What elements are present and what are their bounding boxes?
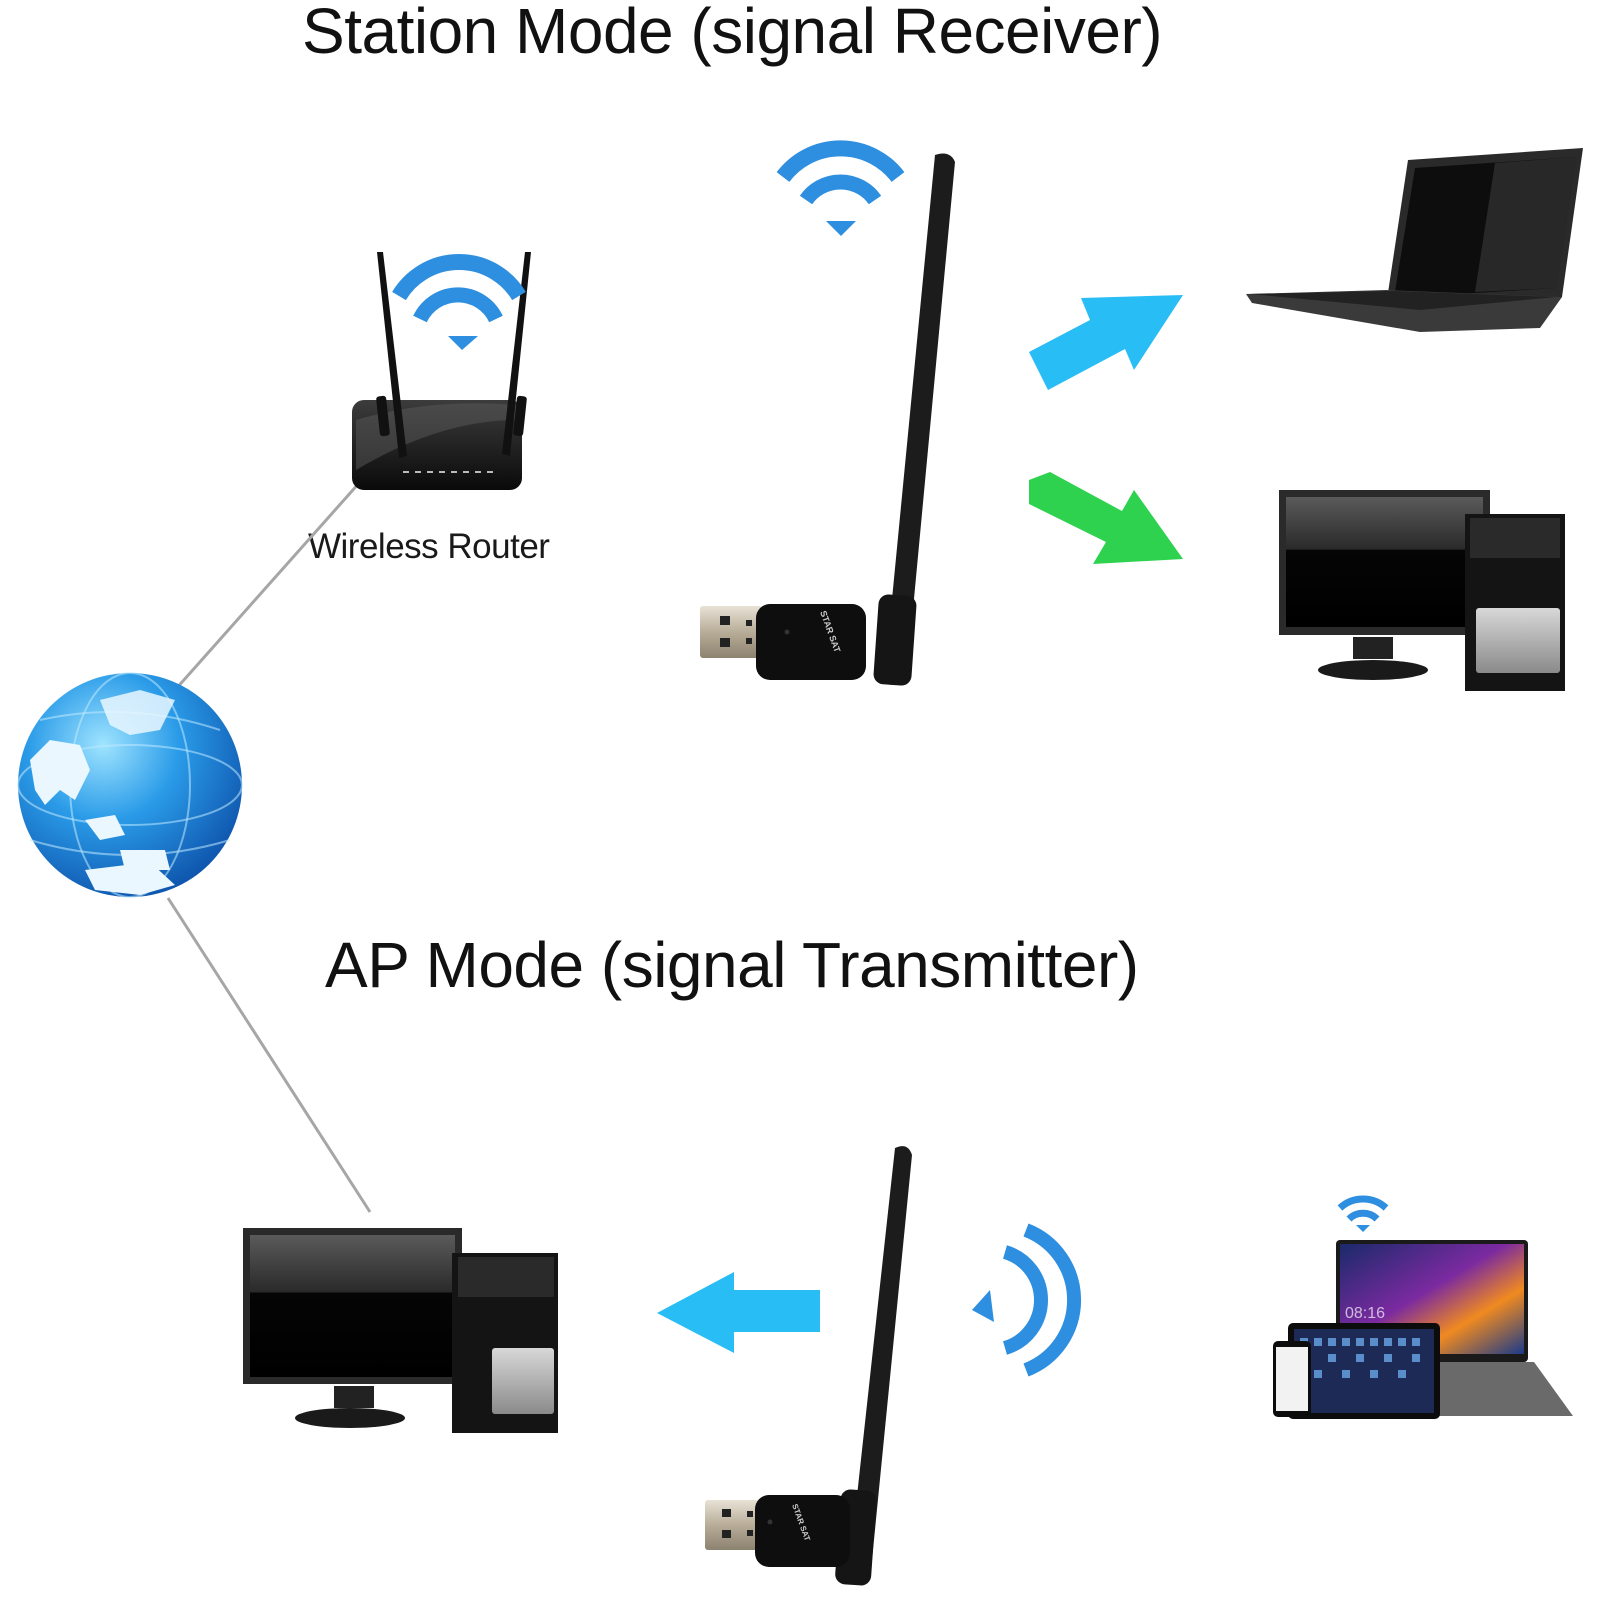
arrow-to-pc bbox=[657, 1272, 820, 1353]
arrow-to-laptop bbox=[1029, 295, 1183, 390]
wifi-icon bbox=[392, 254, 526, 323]
tablet-icon: 08:16 bbox=[1288, 1305, 1440, 1419]
smartphone-icon bbox=[1273, 1341, 1311, 1417]
wireless-router-label: Wireless Router bbox=[308, 527, 550, 566]
usb-wifi-adapter-station: STAR SAT bbox=[700, 153, 955, 686]
wifi-dot bbox=[448, 336, 478, 350]
wifi-dot bbox=[972, 1290, 994, 1322]
station-mode-title: Station Mode (signal Receiver) bbox=[302, 0, 1163, 67]
wifi-icon-small bbox=[1337, 1195, 1389, 1222]
desktop-computer-icon bbox=[1279, 490, 1565, 691]
desktop-computer-icon bbox=[243, 1228, 558, 1433]
wifi-dot bbox=[826, 221, 856, 236]
wireless-router-icon bbox=[352, 252, 531, 490]
laptop-icon bbox=[1246, 148, 1583, 332]
globe-icon bbox=[17, 672, 243, 898]
wifi-icon bbox=[776, 140, 905, 205]
wifi-broadcast-icon bbox=[1002, 1223, 1082, 1377]
usb-wifi-adapter-ap: STAR SAT bbox=[705, 1146, 912, 1586]
wifi-dot bbox=[1356, 1225, 1370, 1232]
ap-mode-title: AP Mode (signal Transmitter) bbox=[325, 929, 1139, 1001]
device-clock: 08:16 bbox=[1345, 1305, 1385, 1322]
arrow-to-desktop bbox=[1029, 472, 1183, 564]
connector-line-globe-router bbox=[173, 481, 362, 691]
connector-line-globe-pc bbox=[166, 897, 372, 1213]
